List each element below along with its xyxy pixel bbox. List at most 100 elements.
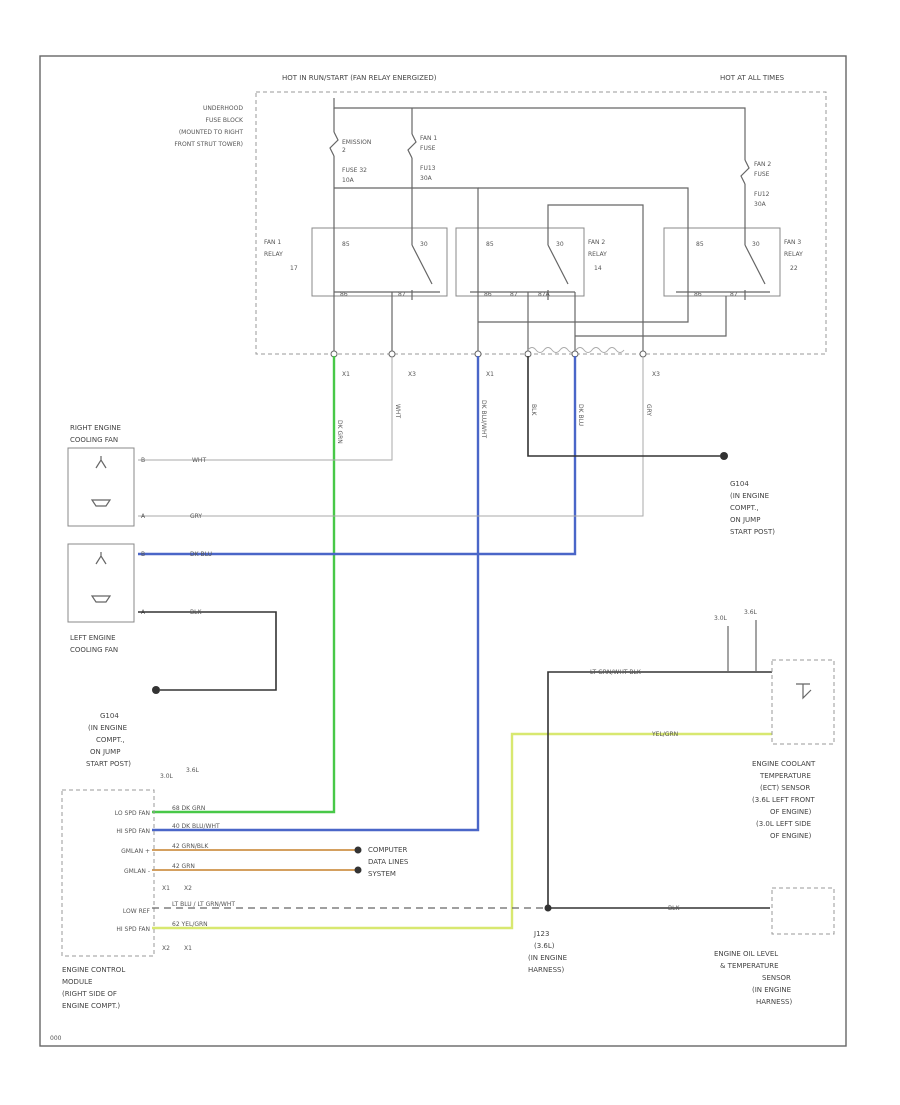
label-gry: GRY <box>190 513 202 520</box>
ect-l1: ENGINE COOLANT <box>752 760 816 768</box>
hot-in-run-label: HOT IN RUN/START (FAN RELAY ENERGIZED) <box>282 74 437 82</box>
ground-g104-left <box>152 686 160 694</box>
ecm-label-l1: ENGINE CONTROL <box>62 966 125 974</box>
fan2-fuse-l3: FU12 <box>754 191 770 198</box>
relay-output-bus <box>575 296 727 337</box>
computer-data-l2: DATA LINES <box>368 858 409 866</box>
label-dk-grn-vertical: DK GRN <box>336 420 343 444</box>
relay2-pin-87: 87 <box>510 291 518 298</box>
fan1-fuse-l4: 30A <box>420 175 433 182</box>
label-gry-vertical: GRY <box>645 404 652 416</box>
fan2-relay-box <box>455 227 585 297</box>
left-fan-l1: LEFT ENGINE <box>70 634 116 642</box>
connector-wave <box>527 347 625 353</box>
fan2-fuse-l1: FAN 2 <box>754 161 771 168</box>
ect-3-0l-label: 3.0L <box>714 615 728 622</box>
ecm-pin-hi-spd: HI SPD FAN <box>116 828 150 835</box>
left-fan-pin-b: B <box>141 551 145 558</box>
conn-label-x1-b: X1 <box>486 371 494 378</box>
emission-fuse-l4: 10A <box>342 177 355 184</box>
fan3-relay-box <box>663 227 781 297</box>
j123-l2: (3.6L) <box>534 942 555 950</box>
relay1-pin-87: 87 <box>398 291 406 298</box>
right-fan-l2: COOLING FAN <box>70 436 118 444</box>
fan3-relay-l2: RELAY <box>784 251 803 258</box>
g104-right-l2: (IN ENGINE <box>730 492 769 500</box>
right-fan-motor-icon <box>95 456 107 469</box>
fan1-fuse-l2: FUSE <box>420 145 436 152</box>
relay1-switch <box>411 218 433 300</box>
wire-dk-grn <box>152 356 336 814</box>
label-wht-vertical: WHT <box>394 404 401 418</box>
fan2-fuse-symbol <box>740 159 750 185</box>
fan1-relay-box <box>311 227 448 297</box>
fan1-relay-l2: RELAY <box>264 251 283 258</box>
ecm-wire-label-4: 42 GRN <box>172 863 195 870</box>
fan-bus-right <box>478 187 689 218</box>
left-fan-motor-icon <box>95 552 107 565</box>
relay-ground-bus <box>478 292 689 323</box>
oil-sensor-l4: (IN ENGINE <box>752 986 791 994</box>
emission-fuse-l3: FUSE 32 <box>342 167 367 174</box>
ecm-wire-label-3: 42 GRN/BLK <box>172 843 209 850</box>
wire-dk-blu <box>138 356 577 556</box>
conn-label-x1-a: X1 <box>342 371 350 378</box>
oil-sensor-l3: SENSOR <box>762 974 791 982</box>
wire-gry <box>138 356 644 517</box>
relay3-pin-87: 87 <box>730 291 738 298</box>
footer-id: 000 <box>50 1035 62 1042</box>
ecm-pin-hi-spd-2: HI SPD FAN <box>116 926 150 933</box>
label-dk-blu-vertical: DK BLU <box>577 404 584 426</box>
label-dk-blu: DK BLU <box>190 551 212 558</box>
label-dk-blu-wht-vertical: DK BLU/WHT <box>480 400 487 438</box>
fan1-relay-l3: 17 <box>290 265 298 272</box>
data-line-dot-1 <box>354 846 362 854</box>
relay1-pin-86: 86 <box>340 291 348 298</box>
g104-left-l5: START POST) <box>86 760 131 768</box>
ect-sensor-box <box>771 659 835 745</box>
left-fan-blade-icon <box>90 595 112 603</box>
fan2-fuse-l4: 30A <box>754 201 767 208</box>
ecm-label-l3: (RIGHT SIDE OF <box>62 990 117 998</box>
fan3-relay-l1: FAN 3 <box>784 239 801 246</box>
emission-fuse-symbol <box>329 131 339 157</box>
ect-l3: (ECT) SENSOR <box>760 784 810 792</box>
ecm-pin-lo-spd: LO SPD FAN <box>115 810 150 817</box>
wire-wht <box>138 356 393 461</box>
label-wht: WHT <box>192 457 206 464</box>
ecm-pin-gmlan-plus: GMLAN + <box>121 848 150 855</box>
relay2-pin-30: 30 <box>556 241 564 248</box>
relay2-pin-86: 86 <box>484 291 492 298</box>
wire-yel-grn <box>152 732 772 930</box>
hot-bus-top <box>333 98 746 112</box>
relay1-pin-30: 30 <box>420 241 428 248</box>
computer-data-l1: COMPUTER <box>368 846 407 854</box>
j123-l4: HARNESS) <box>528 966 564 974</box>
ect-3-6l-label: 3.6L <box>744 609 758 616</box>
ecm-3-6l-label: 3.6L <box>186 767 200 774</box>
ecm-wire-label-6: 62 YEL/GRN <box>172 921 208 928</box>
ecm-conn-x1-b: X1 <box>184 945 192 952</box>
wire-blk-ground-right <box>527 356 720 457</box>
fan2-relay-l2: RELAY <box>588 251 607 258</box>
right-fan-blade-icon <box>90 499 112 507</box>
right-fan-pin-b: B <box>141 457 145 464</box>
ect-l7: OF ENGINE) <box>770 832 812 840</box>
relay3-pin-85: 85 <box>696 241 704 248</box>
g104-left-l4: ON JUMP <box>90 748 120 756</box>
left-fan-l2: COOLING FAN <box>70 646 118 654</box>
left-fan-box <box>67 543 135 623</box>
fuse-block-box <box>255 91 827 355</box>
relay2-to-relay3 <box>547 204 644 300</box>
g104-left-l1: G104 <box>100 712 119 720</box>
relay1-pin-85: 85 <box>342 241 350 248</box>
g104-right-l3: COMPT., <box>730 504 759 512</box>
outer-frame <box>39 55 847 1047</box>
ecm-pin-gmlan-minus: GMLAN - <box>124 868 150 875</box>
label-blk-oil: BLK <box>668 905 680 912</box>
fan1-fuse-l3: FU13 <box>420 165 436 172</box>
oil-sensor-l2: & TEMPERATURE <box>720 962 779 970</box>
fuse-block-label-4: FRONT STRUT TOWER) <box>174 141 243 148</box>
fuse-block-label-3: (MOUNTED TO RIGHT <box>179 129 243 136</box>
